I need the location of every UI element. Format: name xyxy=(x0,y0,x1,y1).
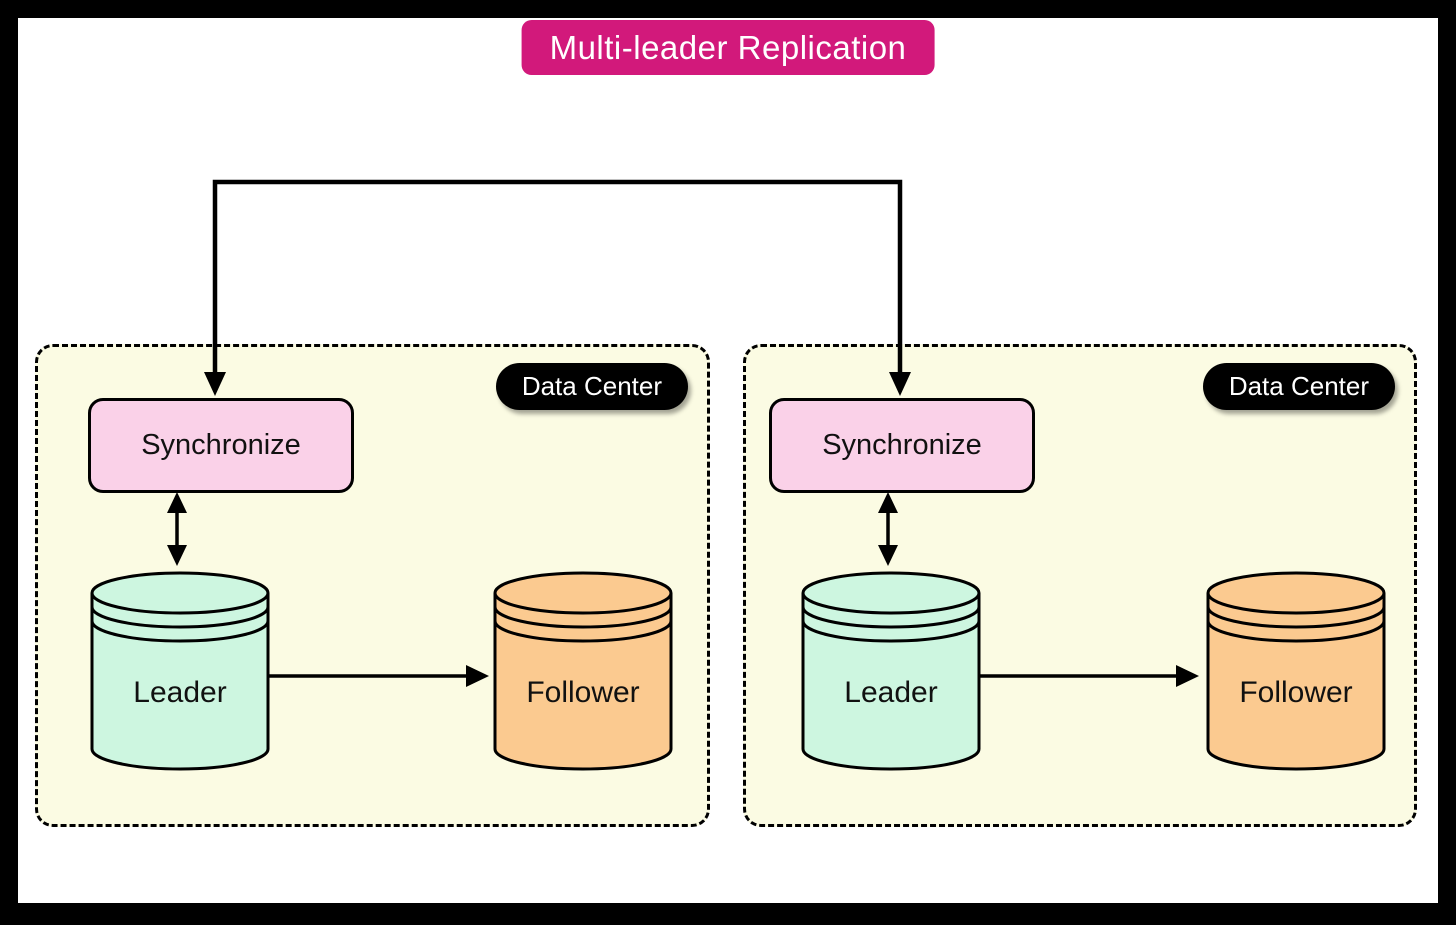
datacenter-2: Data Center Synchronize Leader Follower xyxy=(743,344,1417,827)
datacenter-1-badge: Data Center xyxy=(495,363,688,410)
follower-label: Follower xyxy=(1239,676,1353,709)
leader-label: Leader xyxy=(844,676,938,709)
database-cylinder-icon xyxy=(801,571,981,771)
database-cylinder-icon xyxy=(1206,571,1386,771)
database-cylinder-icon xyxy=(493,571,673,771)
diagram-title: Multi-leader Replication xyxy=(521,20,935,75)
follower-label: Follower xyxy=(526,676,640,709)
leader-label: Leader xyxy=(133,676,227,709)
datacenter-1-follower-db: Follower xyxy=(491,569,675,773)
datacenter-1: Data Center Synchronize Leader Follower xyxy=(35,344,710,827)
datacenter-2-follower-db: Follower xyxy=(1204,569,1388,773)
database-cylinder-icon xyxy=(90,571,270,771)
datacenter-2-leader-db: Leader xyxy=(799,569,983,773)
datacenter-1-sync-box: Synchronize xyxy=(88,398,354,493)
datacenter-2-sync-box: Synchronize xyxy=(769,398,1035,493)
datacenter-2-badge: Data Center xyxy=(1202,363,1395,410)
datacenter-1-leader-db: Leader xyxy=(88,569,272,773)
